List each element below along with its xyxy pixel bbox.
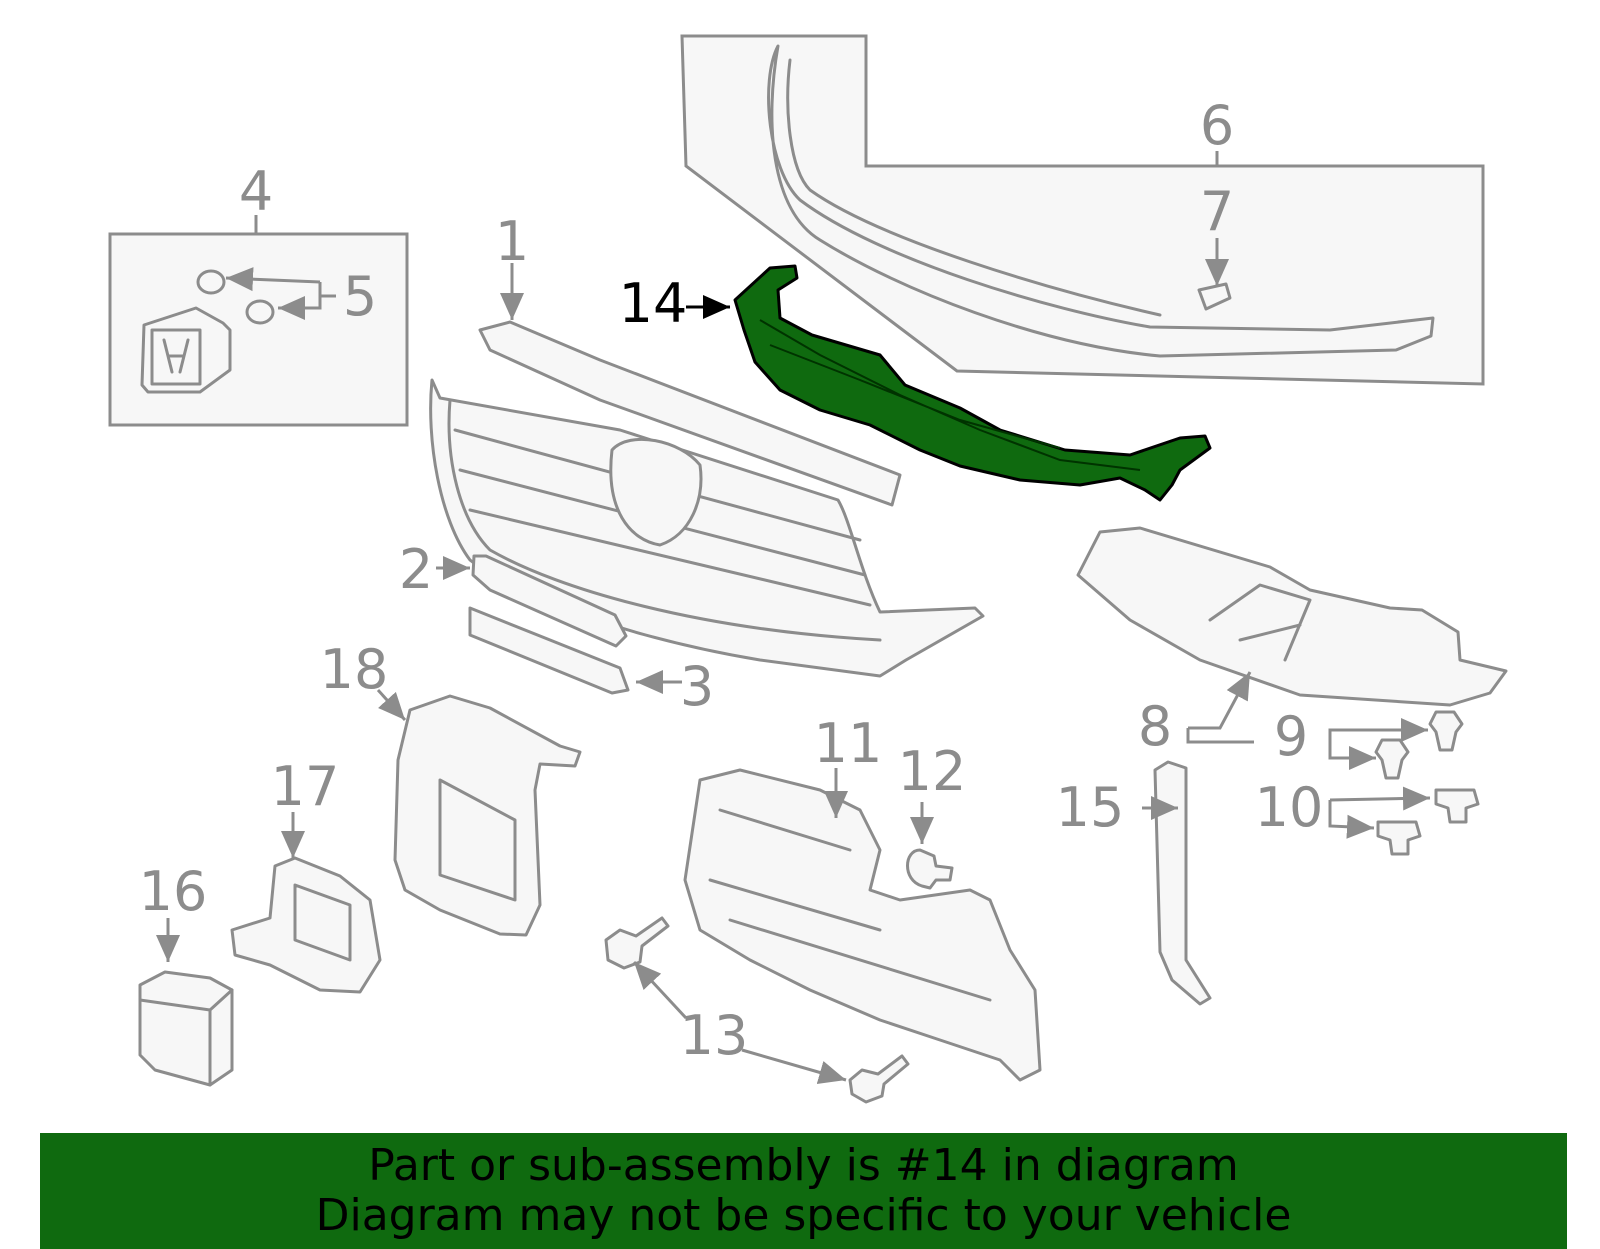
banner-line-2: Diagram may not be specific to your vehi… xyxy=(315,1190,1292,1241)
part-13-bolt-a xyxy=(604,916,670,970)
part-10-clip-a xyxy=(1434,788,1480,824)
callout-16: 16 xyxy=(139,860,208,923)
part-3-trim xyxy=(468,606,630,695)
part-16-sensor xyxy=(138,970,234,1087)
part-12-clip xyxy=(906,848,954,890)
part-15-stay xyxy=(1153,760,1212,1006)
callout-14: 14 xyxy=(619,272,688,335)
part-5-clip-b xyxy=(245,299,275,325)
callout-10: 10 xyxy=(1255,776,1324,839)
callout-17: 17 xyxy=(271,755,340,818)
leader-lines xyxy=(156,151,1431,1085)
callout-15: 15 xyxy=(1056,776,1125,839)
part-18-bracket xyxy=(393,694,582,937)
callout-4: 4 xyxy=(239,160,273,223)
callout-9: 9 xyxy=(1274,705,1308,768)
callout-12: 12 xyxy=(898,740,967,803)
part-5-clip-a xyxy=(196,269,226,295)
part-9-clip-b xyxy=(1374,738,1410,780)
part-6-bumper-box xyxy=(680,34,1485,386)
callout-11: 11 xyxy=(814,712,883,775)
part-4-emblem-box xyxy=(108,232,409,427)
callout-18: 18 xyxy=(320,638,389,701)
callout-2: 2 xyxy=(399,538,433,601)
banner-line-1: Part or sub-assembly is #14 in diagram xyxy=(368,1140,1239,1191)
callout-1: 1 xyxy=(495,210,529,273)
part-8-undercover xyxy=(1076,526,1508,707)
callout-5: 5 xyxy=(343,265,377,328)
part-13-bolt-b xyxy=(848,1054,910,1104)
callout-7: 7 xyxy=(1200,180,1234,243)
part-2-trim xyxy=(471,554,628,648)
info-banner: Part or sub-assembly is #14 in diagram D… xyxy=(40,1133,1567,1249)
part-10-clip-b xyxy=(1376,820,1422,856)
callout-6: 6 xyxy=(1200,94,1234,157)
part-14-upper-bracket xyxy=(733,264,1212,502)
part-1-grille xyxy=(429,320,985,678)
callout-8: 8 xyxy=(1138,695,1172,758)
part-9-clip-a xyxy=(1428,710,1464,752)
part-17-bracket xyxy=(230,856,382,994)
callout-3: 3 xyxy=(680,655,714,718)
callout-13: 13 xyxy=(680,1004,749,1067)
